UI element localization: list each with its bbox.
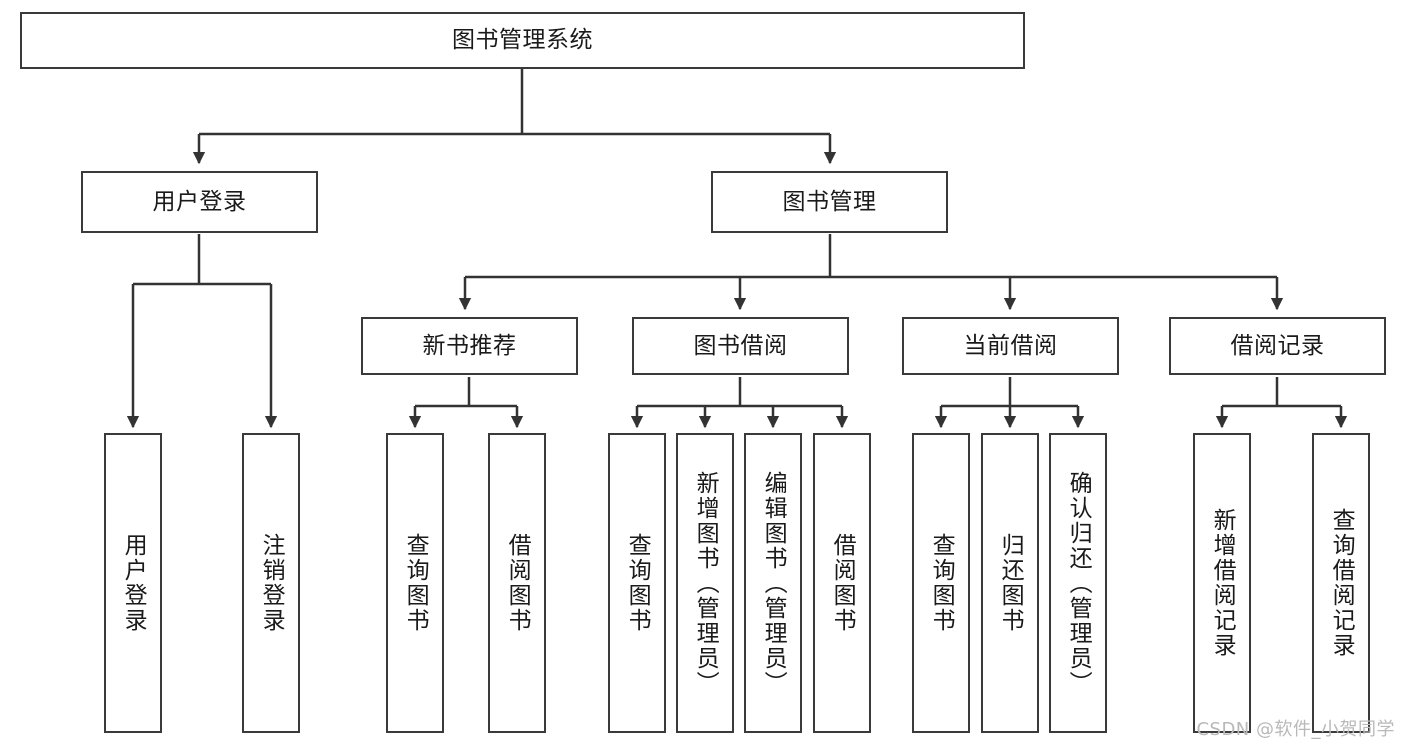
node-leaf-confirm-return-label: 确认归还（管理员） [1065, 470, 1092, 696]
node-leaf-query-book-1-label: 查询图书 [402, 533, 429, 633]
node-borrow-record-label: 借阅记录 [1230, 332, 1325, 359]
node-book-borrow[interactable]: 图书借阅 [632, 317, 849, 375]
node-current-borrow[interactable]: 当前借阅 [902, 317, 1119, 375]
node-leaf-query-book-2-label: 查询图书 [624, 533, 651, 633]
node-leaf-query-record-label: 查询借阅记录 [1328, 508, 1355, 658]
node-new-book-recommend[interactable]: 新书推荐 [361, 317, 578, 375]
node-leaf-query-book-3-label: 查询图书 [928, 533, 955, 633]
node-leaf-return-book-label: 归还图书 [997, 533, 1024, 633]
node-leaf-borrow-book-2[interactable]: 借阅图书 [813, 433, 871, 733]
node-user-login-label: 用户登录 [152, 188, 247, 215]
node-leaf-edit-book-label: 编辑图书（管理员） [760, 470, 787, 696]
node-leaf-borrow-book-1-label: 借阅图书 [504, 533, 531, 633]
node-new-book-recommend-label: 新书推荐 [422, 332, 517, 359]
node-leaf-borrow-book-2-label: 借阅图书 [829, 533, 856, 633]
node-leaf-query-book-1[interactable]: 查询图书 [386, 433, 444, 733]
node-leaf-return-book[interactable]: 归还图书 [981, 433, 1039, 733]
node-root[interactable]: 图书管理系统 [20, 12, 1025, 69]
node-leaf-query-record[interactable]: 查询借阅记录 [1312, 433, 1370, 733]
node-leaf-query-book-2[interactable]: 查询图书 [608, 433, 666, 733]
node-book-manage-label: 图书管理 [782, 188, 877, 215]
node-leaf-borrow-book-1[interactable]: 借阅图书 [488, 433, 546, 733]
csdn-watermark: CSDN @软件_小贺同学 [1196, 719, 1395, 740]
node-root-label: 图书管理系统 [452, 27, 593, 54]
node-current-borrow-label: 当前借阅 [963, 332, 1058, 359]
node-user-login[interactable]: 用户登录 [81, 171, 318, 233]
node-leaf-user-login[interactable]: 用户登录 [104, 433, 162, 733]
node-book-manage[interactable]: 图书管理 [711, 171, 948, 233]
node-leaf-user-logout[interactable]: 注销登录 [242, 433, 300, 733]
node-leaf-confirm-return[interactable]: 确认归还（管理员） [1049, 433, 1107, 733]
node-leaf-add-book[interactable]: 新增图书（管理员） [676, 433, 734, 733]
node-leaf-add-record[interactable]: 新增借阅记录 [1193, 433, 1251, 733]
node-leaf-add-record-label: 新增借阅记录 [1209, 508, 1236, 658]
node-borrow-record[interactable]: 借阅记录 [1169, 317, 1386, 375]
node-leaf-user-logout-label: 注销登录 [258, 533, 285, 633]
node-leaf-add-book-label: 新增图书（管理员） [692, 470, 719, 696]
node-leaf-query-book-3[interactable]: 查询图书 [912, 433, 970, 733]
node-leaf-edit-book[interactable]: 编辑图书（管理员） [744, 433, 802, 733]
node-book-borrow-label: 图书借阅 [693, 332, 788, 359]
node-leaf-user-login-label: 用户登录 [120, 533, 147, 633]
